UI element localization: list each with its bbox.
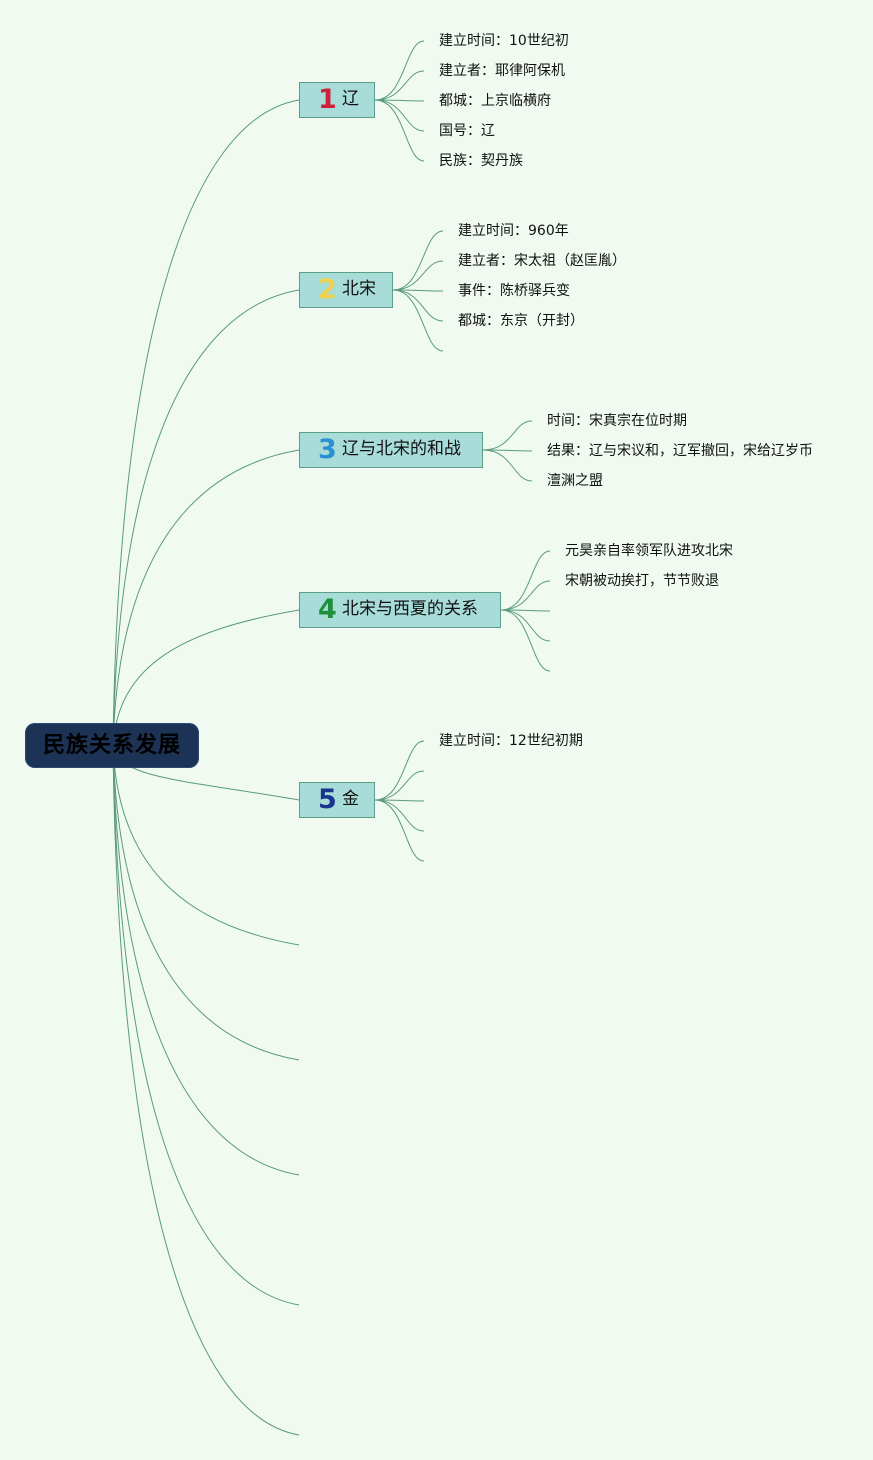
topic-label: 金 <box>342 789 359 809</box>
topic-4-leaf-link-3 <box>500 609 551 612</box>
root-to-topic-link-4 <box>112 609 300 747</box>
topic-1-leaf-3[interactable]: 都城：上京临横府 <box>439 93 551 109</box>
connector-lines <box>112 40 551 1436</box>
topic-number-badge: 1 <box>318 84 337 115</box>
topic-4-leaf-link-1 <box>500 550 551 611</box>
topic-1-leaf-link-2 <box>374 70 425 101</box>
topic-number-badge: 3 <box>318 434 337 465</box>
empty-branch-link-2 <box>112 745 300 1061</box>
topic-3-leaf-link-3 <box>482 449 533 482</box>
topic-3-leaf-2[interactable]: 结果：辽与宋议和，辽军撤回，宋给辽岁币 <box>547 443 813 459</box>
topic-2-leaf-link-4 <box>392 289 444 322</box>
topic-5-leaf-link-2 <box>374 770 425 801</box>
topic-label: 辽 <box>342 89 359 109</box>
topic-number-badge: 4 <box>318 594 337 625</box>
empty-branch-link-5 <box>112 745 300 1436</box>
topic-label: 北宋与西夏的关系 <box>342 599 478 619</box>
topic-4-leaf-1[interactable]: 元昊亲自率领军队进攻北宋 <box>565 543 733 559</box>
topic-1-leaf-link-3 <box>374 99 425 102</box>
topic-2-leaf-link-3 <box>392 289 444 292</box>
root-topic-label: 民族关系发展 <box>42 733 181 758</box>
topic-1-leaf-link-1 <box>374 40 425 101</box>
topic-5-leaf-link-3 <box>374 799 425 802</box>
topic-3-leaf-1[interactable]: 时间：宋真宗在位时期 <box>547 413 687 429</box>
topic-5-leaf-link-4 <box>374 799 425 832</box>
topic-2-leaf-link-1 <box>392 230 444 291</box>
topic-3-leaf-link-2 <box>482 449 533 452</box>
topic-1-leaf-4[interactable]: 国号：辽 <box>439 123 495 139</box>
topic-1-leaf-link-5 <box>374 99 425 162</box>
topic-1-leaf-2[interactable]: 建立者：耶律阿保机 <box>439 63 565 79</box>
topic-1-leaf-1[interactable]: 建立时间：10世纪初 <box>439 33 569 49</box>
topic-2-leaf-2[interactable]: 建立者：宋太祖（赵匡胤） <box>458 253 626 269</box>
topic-4-leaf-2[interactable]: 宋朝被动挨打，节节败退 <box>565 573 719 589</box>
topic-3-leaf-link-1 <box>482 420 533 451</box>
topic-4-leaf-link-5 <box>500 609 551 672</box>
empty-branch-link-3 <box>112 745 300 1176</box>
topic-1-leaf-link-4 <box>374 99 425 132</box>
topic-5-leaf-link-5 <box>374 799 425 862</box>
topic-2-leaf-link-5 <box>392 289 444 352</box>
empty-branch-link-1 <box>112 745 300 946</box>
root-topic[interactable]: 民族关系发展 <box>25 723 199 768</box>
topic-5-leaf-link-1 <box>374 740 425 801</box>
root-to-topic-link-3 <box>112 449 300 747</box>
topic-2-leaf-link-2 <box>392 260 444 291</box>
topic-label: 北宋 <box>342 279 376 299</box>
topic-2-leaf-4[interactable]: 都城：东京（开封） <box>458 313 584 329</box>
topic-5-leaf-1[interactable]: 建立时间：12世纪初期 <box>439 733 583 749</box>
topic-label: 辽与北宋的和战 <box>342 439 461 459</box>
topic-4-leaf-link-2 <box>500 580 551 611</box>
topic-number-badge: 5 <box>318 784 337 815</box>
topic-1-leaf-5[interactable]: 民族：契丹族 <box>439 153 523 169</box>
topic-2-leaf-1[interactable]: 建立时间：960年 <box>458 223 569 239</box>
root-to-topic-link-1 <box>112 99 300 747</box>
topic-4-leaf-link-4 <box>500 609 551 642</box>
topic-3-leaf-3[interactable]: 澶渊之盟 <box>547 473 603 489</box>
topic-number-badge: 2 <box>318 274 337 305</box>
topic-2-leaf-3[interactable]: 事件：陈桥驿兵变 <box>458 283 570 299</box>
empty-branch-link-4 <box>112 745 300 1306</box>
root-to-topic-link-2 <box>112 289 300 747</box>
